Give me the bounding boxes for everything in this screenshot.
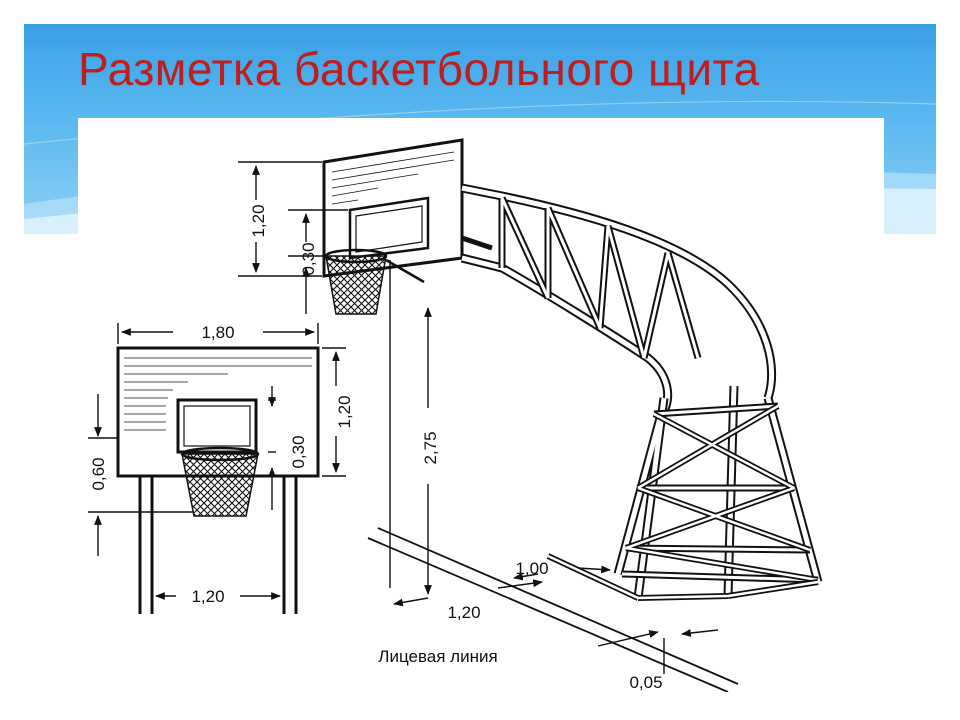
side-target-height-label: 0,30 — [299, 242, 318, 275]
side-view — [322, 138, 823, 692]
backboard-drawing: 1,80 1,20 0,30 0,60 1,20 — [88, 138, 823, 692]
overhang-label: 1,00 — [515, 559, 548, 578]
front-view — [116, 346, 320, 614]
line-width-label: 0,05 — [629, 673, 662, 692]
front-board-height-label: 1,20 — [335, 395, 354, 428]
side-board-height-label: 1,20 — [249, 204, 268, 237]
end-line-label: Лицевая линия — [378, 647, 497, 666]
base-offset-label: 1,20 — [447, 603, 480, 622]
rim-height-label: 2,75 — [421, 431, 440, 464]
front-board-width-label: 1,80 — [201, 323, 234, 342]
front-target-height-label: 0,30 — [289, 435, 308, 468]
front-post-spacing-label: 1,20 — [191, 587, 224, 606]
slide-title: Разметка баскетбольного щита — [78, 43, 760, 95]
front-rim-offset-label: 0,60 — [89, 457, 108, 490]
backboard-diagram: 1,80 1,20 0,30 0,60 1,20 — [78, 118, 884, 692]
